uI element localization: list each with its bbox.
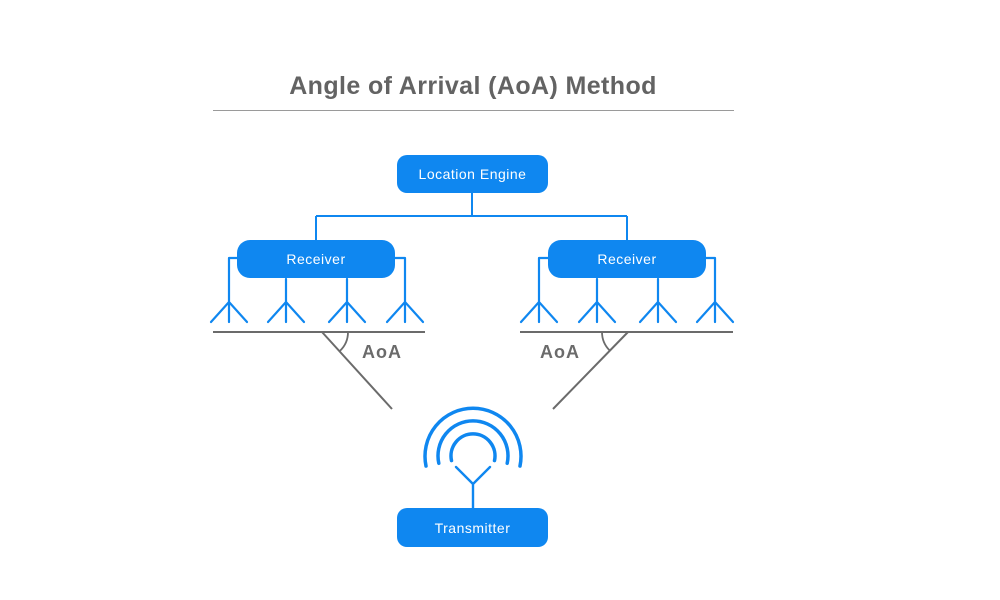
antenna-icon: [209, 256, 249, 324]
page-title: Angle of Arrival (AoA) Method: [289, 72, 657, 100]
signal-ray-right: [552, 331, 629, 410]
aoa-label-left: AoA: [362, 342, 402, 362]
node-receiver-left: Receiver: [237, 240, 395, 278]
antenna-icon: [266, 277, 306, 324]
radio-wave-middle: [436, 419, 510, 466]
radio-wave-inner: [449, 432, 497, 463]
antenna-icon: [519, 256, 559, 324]
node-receiver-right-label: Receiver: [597, 251, 657, 267]
antenna-icon: [327, 277, 367, 324]
node-receiver-left-label: Receiver: [286, 251, 346, 267]
angle-arc-right: [601, 331, 611, 352]
angle-arc-left: [339, 331, 349, 352]
node-receiver-right: Receiver: [548, 240, 706, 278]
node-transmitter: Transmitter: [397, 508, 548, 547]
transmitter-antenna-icon: [454, 465, 492, 510]
node-location-engine-label: Location Engine: [418, 166, 527, 182]
node-location-engine: Location Engine: [397, 155, 548, 193]
receiver-left-antenna-array: [209, 256, 425, 324]
radio-waves-icon: [423, 406, 523, 468]
aoa-label-right: AoA: [540, 342, 580, 362]
signal-ray-left: [321, 331, 393, 410]
receiver-right-antenna-array: [519, 256, 735, 324]
antenna-icon: [385, 256, 425, 324]
antenna-icon: [695, 256, 735, 324]
radio-wave-outer: [423, 406, 523, 468]
node-transmitter-label: Transmitter: [434, 519, 511, 536]
tree-connector: [315, 193, 628, 241]
title-underline: [213, 110, 734, 111]
antenna-icon: [577, 277, 617, 324]
antenna-icon: [638, 277, 678, 324]
